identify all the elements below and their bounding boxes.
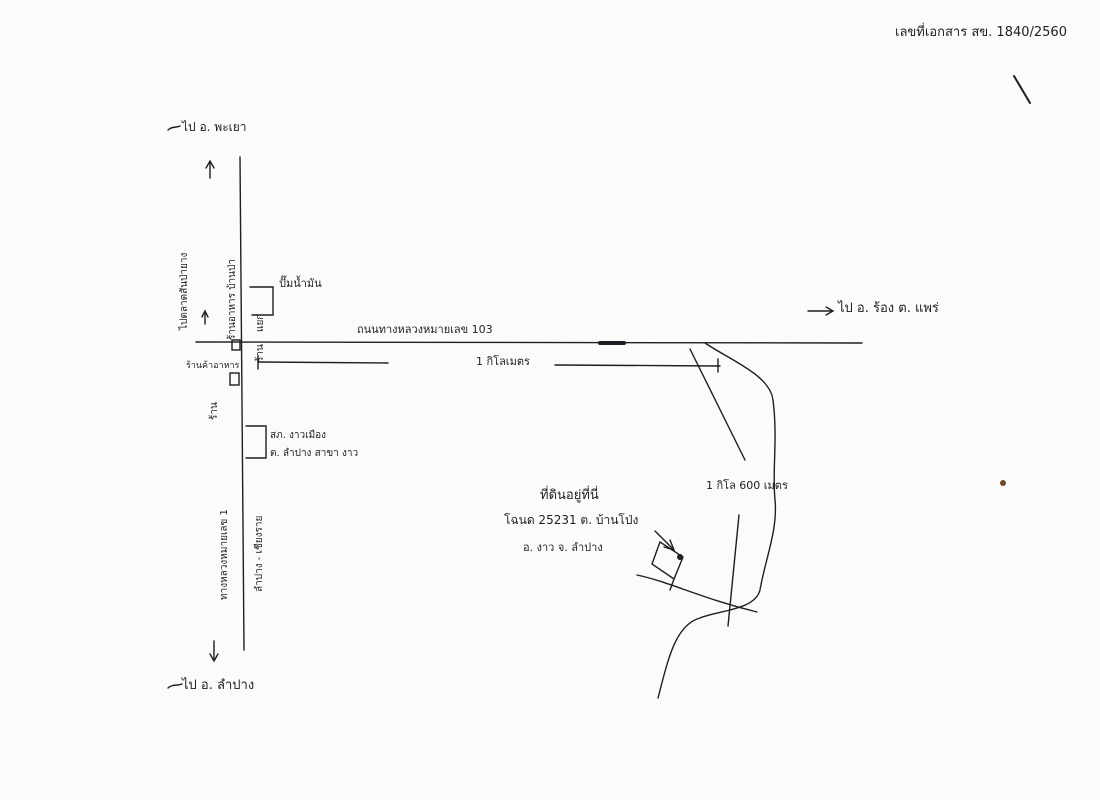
target-line2: อ. งาว จ. ลำปาง	[523, 541, 603, 554]
direction-north-label: ไป อ. พะเยา	[182, 120, 247, 134]
crossroad-east-label: แยก	[255, 313, 266, 332]
target-line1: โฉนด 25231 ต. บ้านโป่ง	[504, 513, 639, 527]
distance-line-1km	[257, 361, 389, 364]
land-plot	[651, 540, 684, 581]
document-number: เลขที่เอกสาร สข. 1840/2560	[895, 25, 1067, 40]
river-line	[657, 342, 777, 699]
distance-1600m-label: 1 กิโล 600 เมตร	[706, 479, 788, 492]
main-road-line	[239, 156, 245, 651]
plot-corner-dot	[677, 554, 683, 560]
gas-station-marker	[249, 286, 274, 316]
target-title: ที่ดินอยู่ที่นี่	[540, 488, 599, 503]
post-office-line2: ต. ลำปาง สาขา งาว	[270, 448, 359, 459]
distance-line-1km-right	[554, 364, 721, 367]
shop-west-label: ร้าน	[209, 402, 220, 420]
vertical-near-cross-label: ร้านอาหาร บ้านป่า	[227, 259, 238, 340]
gas-station-label: ปั๊มน้ำมัน	[279, 277, 322, 290]
shop-square	[229, 372, 240, 386]
main-road-sub-label: ลำปาง - เชียงราย	[254, 515, 265, 592]
main-road-label: ทางหลวงหมายเลข 1	[219, 509, 230, 600]
distance-line-1600m	[689, 348, 746, 461]
post-office-marker	[245, 425, 267, 459]
near-road-east-label: ร้าน	[255, 344, 266, 362]
highway-103-label: ถนนทางหลวงหมายเลข 103	[357, 323, 493, 336]
highway-103-line	[195, 341, 863, 344]
direction-south-label: ไป อ. ลำปาง	[182, 678, 255, 693]
crossroad-box	[231, 339, 241, 351]
distance-1km-label: 1 กิโลเมตร	[476, 355, 530, 368]
house-block-label: ร้านค้าอาหาร	[186, 361, 240, 371]
post-office-line1: สภ. งาวเมือง	[270, 430, 327, 441]
direction-east-label: ไป อ. ร้อง ต. แพร่	[838, 301, 939, 316]
direction-west-label: ไปตลาดสันป่ายาง	[179, 252, 190, 330]
plot-access-road	[636, 574, 758, 613]
